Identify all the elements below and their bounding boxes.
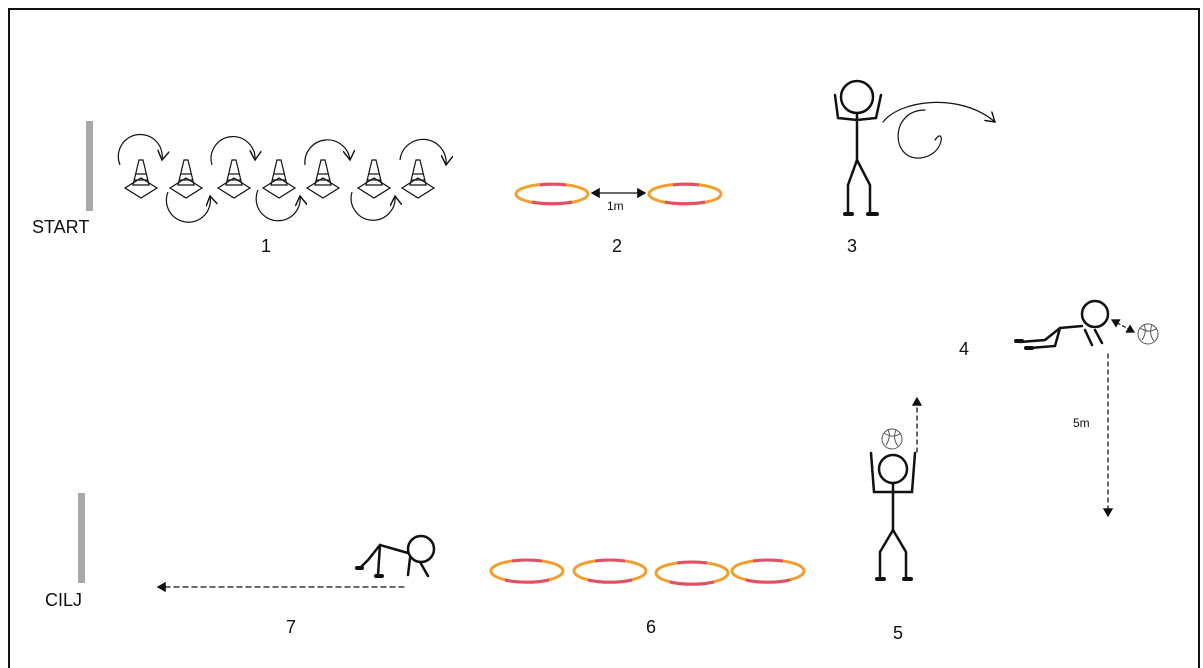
station-number-5: 5 xyxy=(893,623,904,643)
rotation-arrow-icon xyxy=(210,136,255,166)
station-6-hoops xyxy=(489,558,806,586)
rotation-arrow-icon xyxy=(304,139,350,166)
station-2-hoops xyxy=(514,182,723,206)
start-bar xyxy=(86,121,93,211)
hoop-icon xyxy=(489,558,565,584)
hoop-icon xyxy=(647,182,723,206)
rotation-arrow-icon xyxy=(165,191,210,223)
cone-icon xyxy=(168,159,204,199)
station-3-figure xyxy=(833,79,995,216)
station-number-6: 6 xyxy=(646,617,657,637)
start-label: START xyxy=(32,217,90,237)
stick-figure-icon xyxy=(355,534,436,578)
stick-figure-icon xyxy=(869,451,917,581)
distance-label-hoops: 1m xyxy=(607,199,624,213)
cone-icon xyxy=(261,159,297,199)
rotation-arrow-icon xyxy=(399,138,446,165)
station-4-figure xyxy=(1014,299,1136,518)
stick-figure-icon xyxy=(833,79,883,216)
finish-bar xyxy=(78,493,85,583)
rotation-arrow-icon xyxy=(255,189,300,222)
hoop-icon xyxy=(514,182,590,206)
hoop-icon xyxy=(572,558,648,584)
hoop-icon xyxy=(730,558,806,584)
volleyball-icon xyxy=(881,428,903,450)
station-1-cones xyxy=(117,133,446,223)
distance-label-ball: 5m xyxy=(1073,416,1090,430)
cone-icon xyxy=(305,159,341,199)
rotation-arrow-icon xyxy=(350,191,395,221)
rotation-arrow-icon xyxy=(117,133,162,166)
cone-icon xyxy=(123,159,159,199)
volleyball-icon xyxy=(1137,323,1159,345)
cone-icon xyxy=(400,159,436,199)
stick-figure-icon xyxy=(1014,299,1110,350)
station-number-1: 1 xyxy=(261,236,272,256)
diagram-frame xyxy=(8,8,1200,668)
hoop-icon xyxy=(654,560,730,586)
cone-icon xyxy=(216,159,252,199)
station-5-figure xyxy=(869,396,923,581)
station-number-7: 7 xyxy=(286,617,297,637)
cone-icon xyxy=(356,159,392,199)
station-number-4: 4 xyxy=(959,339,970,359)
roll-arrow-icon xyxy=(882,101,995,122)
station-7-figure xyxy=(156,534,436,593)
finish-label: CILJ xyxy=(45,590,83,610)
station-number-2: 2 xyxy=(612,236,623,256)
station-number-3: 3 xyxy=(847,236,858,256)
